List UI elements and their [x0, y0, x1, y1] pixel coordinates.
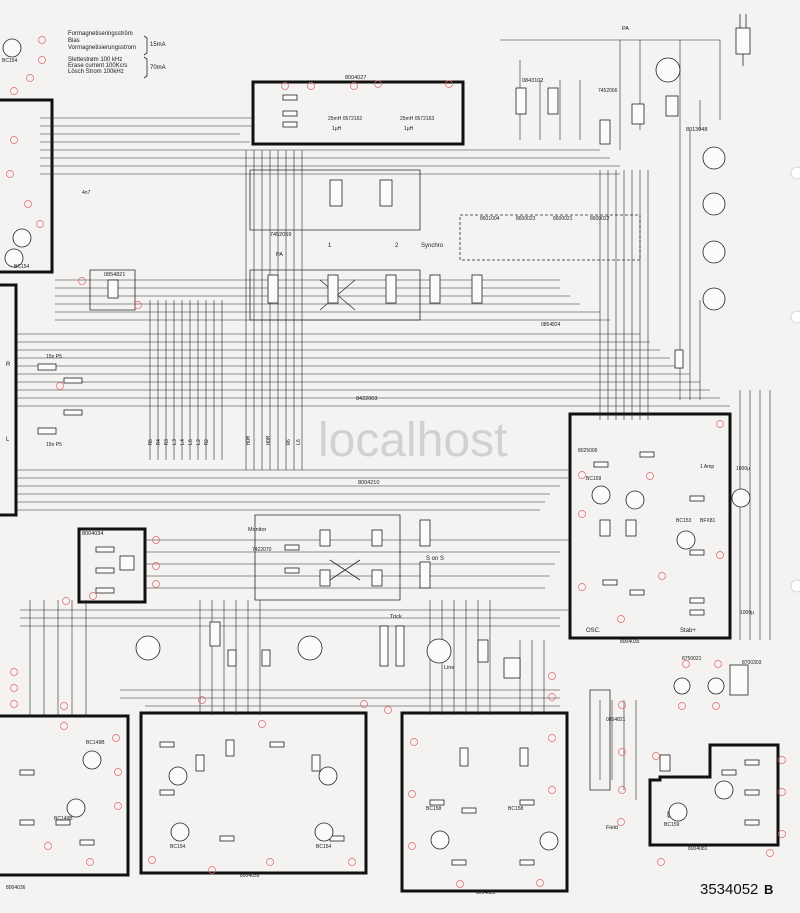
head-left-label: 25mH 0572162: [328, 116, 362, 122]
lamp-block-label: 8700303: [742, 660, 762, 666]
bus-pin-label: HOM: [266, 436, 272, 445]
bus-pin-label: R3: [164, 439, 170, 445]
binder-holes: [790, 166, 800, 593]
bus-pin-label: L4: [180, 439, 186, 445]
bus-pin-label: R6: [148, 439, 154, 445]
transistor-label-12: BFX81: [700, 518, 716, 524]
erase-note-line-1: Slettestrøm 100 kHz: [68, 57, 122, 63]
cap-label-5: 1μH: [404, 126, 414, 132]
bus-board-label: 8422003: [356, 396, 377, 402]
transistor-label-1: BC154: [14, 264, 30, 270]
watermark: localhost: [318, 414, 507, 467]
osc-cap-label: 1000μ: [736, 466, 750, 472]
board-label-top: 8004027: [345, 75, 366, 81]
bus-pin-label: L2: [196, 439, 202, 445]
power-switch-label: 0854821: [606, 717, 626, 723]
block-labels: 8004027 25mH 0572162 25mH 0572163 084310…: [2, 26, 762, 896]
bias-note-line-3: Vormagnetisierungsstrom: [68, 45, 136, 51]
monitor-label: Monitor: [248, 527, 267, 533]
osc-board-number: 8004035: [620, 639, 640, 645]
wiring: [16, 39, 771, 800]
channel-2-label: 2: [395, 243, 399, 249]
bus-pin-label: L3: [172, 439, 178, 445]
synchro-label: Synchro: [421, 243, 444, 249]
bus-pin-label: R4: [156, 439, 162, 445]
power-board-label: 8004081: [688, 846, 708, 852]
pa-top-label: PA: [622, 26, 629, 32]
transistor-label-4: BC149B: [54, 816, 73, 822]
sync-ic-2: 8600023: [516, 216, 536, 222]
osc-board-label: 8025006: [578, 448, 598, 454]
s-on-s-label: S on S: [426, 556, 444, 562]
cap-label-3: 4n7: [82, 190, 91, 196]
transistor-label-7: BC159: [586, 476, 602, 482]
field-label: Field: [606, 825, 618, 831]
bus-pin-labels: R6 R4 R3 L3 L4 L6 L2 R2 HOM HOM R6 L6: [148, 436, 302, 445]
osc-label: OSC.: [586, 628, 601, 634]
bias-value: 15mA: [150, 42, 166, 48]
header-notes: Formagnetiseringsström Bias Vormagnetisi…: [68, 31, 166, 79]
switch-bank-label: 0854824: [541, 322, 561, 328]
transistor-label-3: BC149B: [86, 740, 105, 746]
head-right-label: 25mH 0572163: [400, 116, 434, 122]
preamp-left-label: 8004039: [240, 873, 260, 879]
sync-ic-4: 8600022: [590, 216, 610, 222]
stab-label: Stab+: [680, 628, 696, 634]
transistors: [2, 38, 751, 851]
bus-pin-label: R6: [286, 439, 292, 445]
cap-label-2: 15n P5: [46, 442, 62, 448]
transistor-label-10: BC154: [316, 844, 332, 850]
transistor-label-6: BC158: [508, 806, 524, 812]
sync-ic-3: 8600021: [553, 216, 573, 222]
cap-label-1: 15n P5: [46, 354, 62, 360]
pin-markers: [6, 36, 786, 888]
erase-note-line-3: Lösch Strom 100kHz: [68, 69, 124, 75]
bias-note-line-1: Formagnetiseringsström: [68, 31, 133, 37]
board-outlines: [0, 80, 780, 893]
speaker-switch-label: 0843102: [522, 78, 543, 84]
mic-board-label: 8004034: [82, 531, 103, 537]
bus-pin-label: L6: [188, 439, 194, 445]
bus-pin-label: L6: [296, 439, 302, 445]
preamp-mid-label: 8004023: [476, 890, 496, 896]
mains-block-label: 8013048: [686, 127, 707, 133]
cap-label-4: 1μH: [332, 126, 342, 132]
pa-left-label: PA: [276, 252, 283, 258]
sync-ic-1: 8601004: [480, 216, 500, 222]
left-bottom-board-label: 8004036: [6, 885, 26, 891]
bias-note-line-2: Bias: [68, 38, 80, 44]
channel-1-label: 1: [328, 243, 332, 249]
bus-pin-label: R2: [204, 439, 210, 445]
monitor-board-label: 7422070: [252, 547, 272, 553]
transistor-label-8: BC154: [170, 844, 186, 850]
channel-l-label: L: [6, 437, 10, 443]
relay-block-label: 7452066: [598, 88, 618, 94]
components: [19, 87, 760, 866]
transistor-label-11: BC159: [664, 822, 680, 828]
revision-letter: B: [764, 882, 773, 897]
lamp-rating-label: 1 Amp: [700, 464, 714, 470]
playback-block-label: 0854821: [104, 272, 125, 278]
relay-label: 7452059: [270, 232, 291, 238]
trick-label: Trick: [390, 614, 402, 620]
transistor-label-9: BC153: [676, 518, 692, 524]
bus-pin-label: HOM: [246, 436, 252, 445]
document-footer: 3534052 B: [700, 881, 773, 898]
document-number: 3534052: [700, 881, 758, 898]
channel-r-label: R: [6, 362, 11, 368]
line-label: Line: [444, 665, 454, 671]
osc-cap-label-2: 1000μ: [740, 610, 754, 616]
led-board-label: 8750021: [682, 656, 702, 662]
erase-value: 70mA: [150, 65, 166, 71]
din-connectors: [135, 57, 726, 695]
transistor-label-2: BC154: [2, 58, 18, 64]
transistor-label-5: BC158: [426, 806, 442, 812]
mains-plug-icon: [735, 14, 751, 66]
erase-note-line-2: Erase current 100Kc/s: [68, 63, 127, 69]
bus-board-2-label: 8004210: [358, 480, 379, 486]
